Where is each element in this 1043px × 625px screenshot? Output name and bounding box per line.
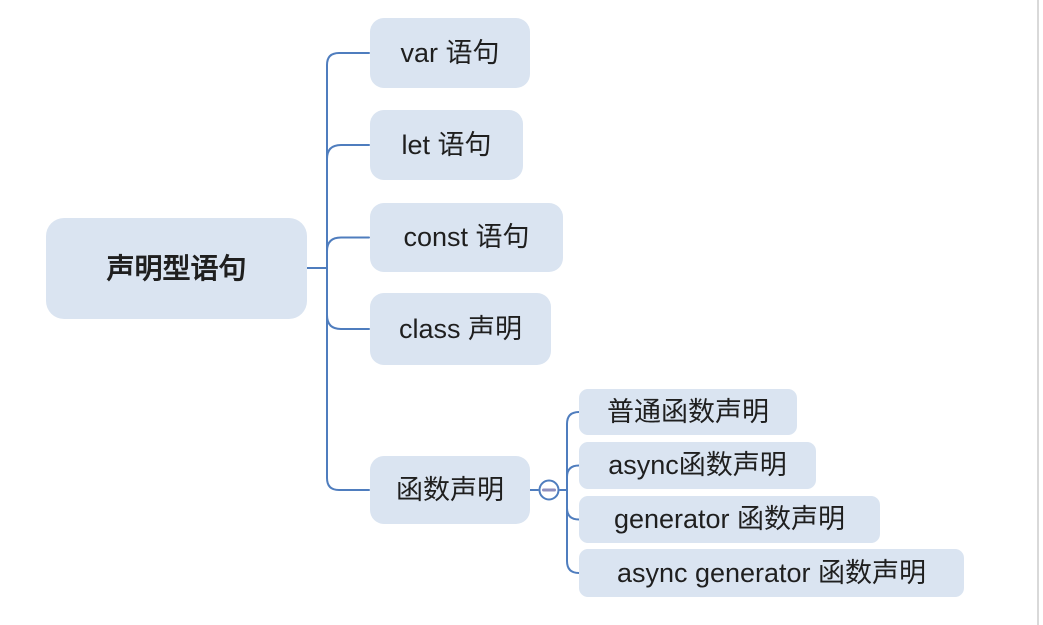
node-async-generator-function-declaration[interactable]: async generator 函数声明 [579,549,964,597]
connector-sub-normal [566,411,583,491]
node-function-declaration[interactable]: 函数声明 [370,456,530,524]
connector-var [326,52,370,269]
node-var-statement[interactable]: var 语句 [370,18,530,88]
node-async-function-declaration[interactable]: async函数声明 [579,442,816,489]
connector-sub-async-generator [566,489,583,574]
connector-let [326,144,370,160]
connector-class [326,314,370,330]
connector-const [326,236,370,252]
node-let-statement[interactable]: let 语句 [370,110,523,180]
node-class-declaration[interactable]: class 声明 [370,293,551,365]
connector-sub-async [566,464,583,478]
node-const-statement[interactable]: const 语句 [370,203,563,272]
collapse-toggle-button[interactable] [538,479,560,501]
connector-func [326,267,370,491]
node-normal-function-declaration[interactable]: 普通函数声明 [579,389,797,435]
node-generator-function-declaration[interactable]: generator 函数声明 [579,496,880,543]
node-declaration-statements[interactable]: 声明型语句 [46,218,307,319]
